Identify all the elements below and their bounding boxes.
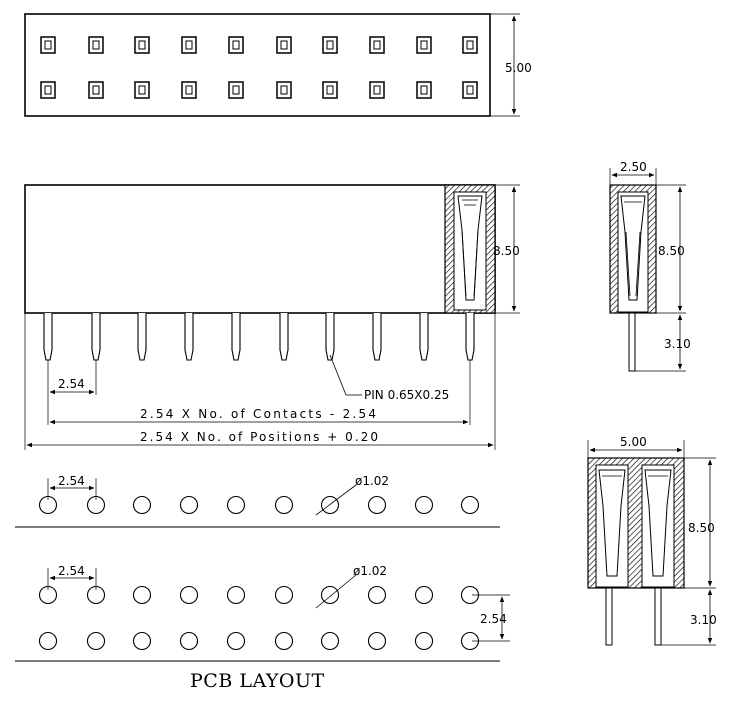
pcb-hole (179, 585, 199, 605)
pcb-single-hole-dim: ø1.02 (355, 474, 389, 488)
pcb-hole (367, 585, 387, 605)
side-double-width-dim: 5.00 (620, 435, 647, 449)
front-view-height-dim: 8.50 (493, 244, 520, 258)
pin (91, 313, 101, 361)
side-view-single-row: 2.50 8.50 3.10 (609, 160, 691, 372)
pcb-hole (320, 585, 340, 605)
pin (137, 313, 147, 361)
pcb-hole (226, 495, 246, 515)
contact-square (228, 81, 244, 99)
side-double-pin-dim: 3.10 (690, 613, 717, 627)
contact-square (134, 36, 150, 54)
contact-square (88, 36, 104, 54)
pcb-hole (414, 631, 434, 651)
pin (43, 313, 53, 361)
pcb-hole (460, 495, 480, 515)
pin (231, 313, 241, 361)
pcb-double-holes (38, 585, 480, 651)
contact-square (322, 81, 338, 99)
pcb-hole (38, 631, 58, 651)
pcb-hole (274, 631, 294, 651)
contact-square (40, 36, 56, 54)
pcb-hole (367, 495, 387, 515)
side-view-double-row: 5.00 8.50 3.10 (587, 435, 717, 646)
pin (325, 313, 335, 361)
side-double-height-dim: 8.50 (688, 521, 715, 535)
pcb-hole (179, 495, 199, 515)
top-view-contacts (40, 36, 478, 99)
contact-square (462, 36, 478, 54)
contact-square (40, 81, 56, 99)
pcb-hole (226, 585, 246, 605)
contact-square (276, 36, 292, 54)
pcb-hole (320, 631, 340, 651)
contact-square (462, 81, 478, 99)
pcb-layout-title: PCB LAYOUT (190, 670, 325, 692)
contact-square (322, 36, 338, 54)
side-single-width-dim: 2.50 (620, 160, 647, 174)
contact-square (181, 81, 197, 99)
top-view-body (24, 13, 491, 117)
pcb-hole (367, 631, 387, 651)
front-view-section (444, 184, 496, 314)
positions-formula: 2.54 X No. of Positions + 0.20 (140, 430, 378, 444)
pin-note: PIN 0.65X0.25 (364, 388, 449, 402)
pcb-hole (414, 495, 434, 515)
pcb-hole (86, 631, 106, 651)
contact-square (181, 36, 197, 54)
pcb-double-row: 2.54 ø1.02 2.54 (15, 564, 510, 662)
contact-square (228, 36, 244, 54)
front-view-body (24, 184, 496, 314)
pin (184, 313, 194, 361)
pin (372, 313, 382, 361)
contact-square (369, 36, 385, 54)
pin (279, 313, 289, 361)
contact-square (88, 81, 104, 99)
contact-square (369, 81, 385, 99)
side-single-pin-dim: 3.10 (664, 337, 691, 351)
pcb-single-holes (38, 495, 480, 515)
pcb-hole (274, 585, 294, 605)
front-view: 8.50 2.54 PIN 0.65X0.25 2.54 X No. of Co… (24, 184, 520, 450)
side-single-height-dim: 8.50 (658, 244, 685, 258)
pcb-hole (274, 495, 294, 515)
pcb-hole (414, 585, 434, 605)
pin (419, 313, 429, 361)
pcb-hole (132, 495, 152, 515)
pcb-double-row-pitch-dim: 2.54 (480, 612, 507, 626)
pcb-hole (132, 585, 152, 605)
pin (465, 313, 475, 361)
top-view-height-dim: 5.00 (505, 61, 532, 75)
contact-square (416, 36, 432, 54)
contacts-formula: 2.54 X No. of Contacts - 2.54 (140, 407, 376, 421)
front-view-pins (43, 313, 475, 361)
pcb-double-pitch-dim: 2.54 (58, 564, 85, 578)
contact-square (416, 81, 432, 99)
front-view-pitch-dim: 2.54 (58, 377, 85, 391)
pcb-hole (226, 631, 246, 651)
pcb-hole (179, 631, 199, 651)
pcb-double-hole-dim: ø1.02 (353, 564, 387, 578)
contact-square (276, 81, 292, 99)
pcb-hole (132, 631, 152, 651)
pcb-single-pitch-dim: 2.54 (58, 474, 85, 488)
pcb-single-row: 2.54 ø1.02 (15, 474, 500, 528)
top-view: 5.00 (24, 13, 532, 117)
contact-square (134, 81, 150, 99)
